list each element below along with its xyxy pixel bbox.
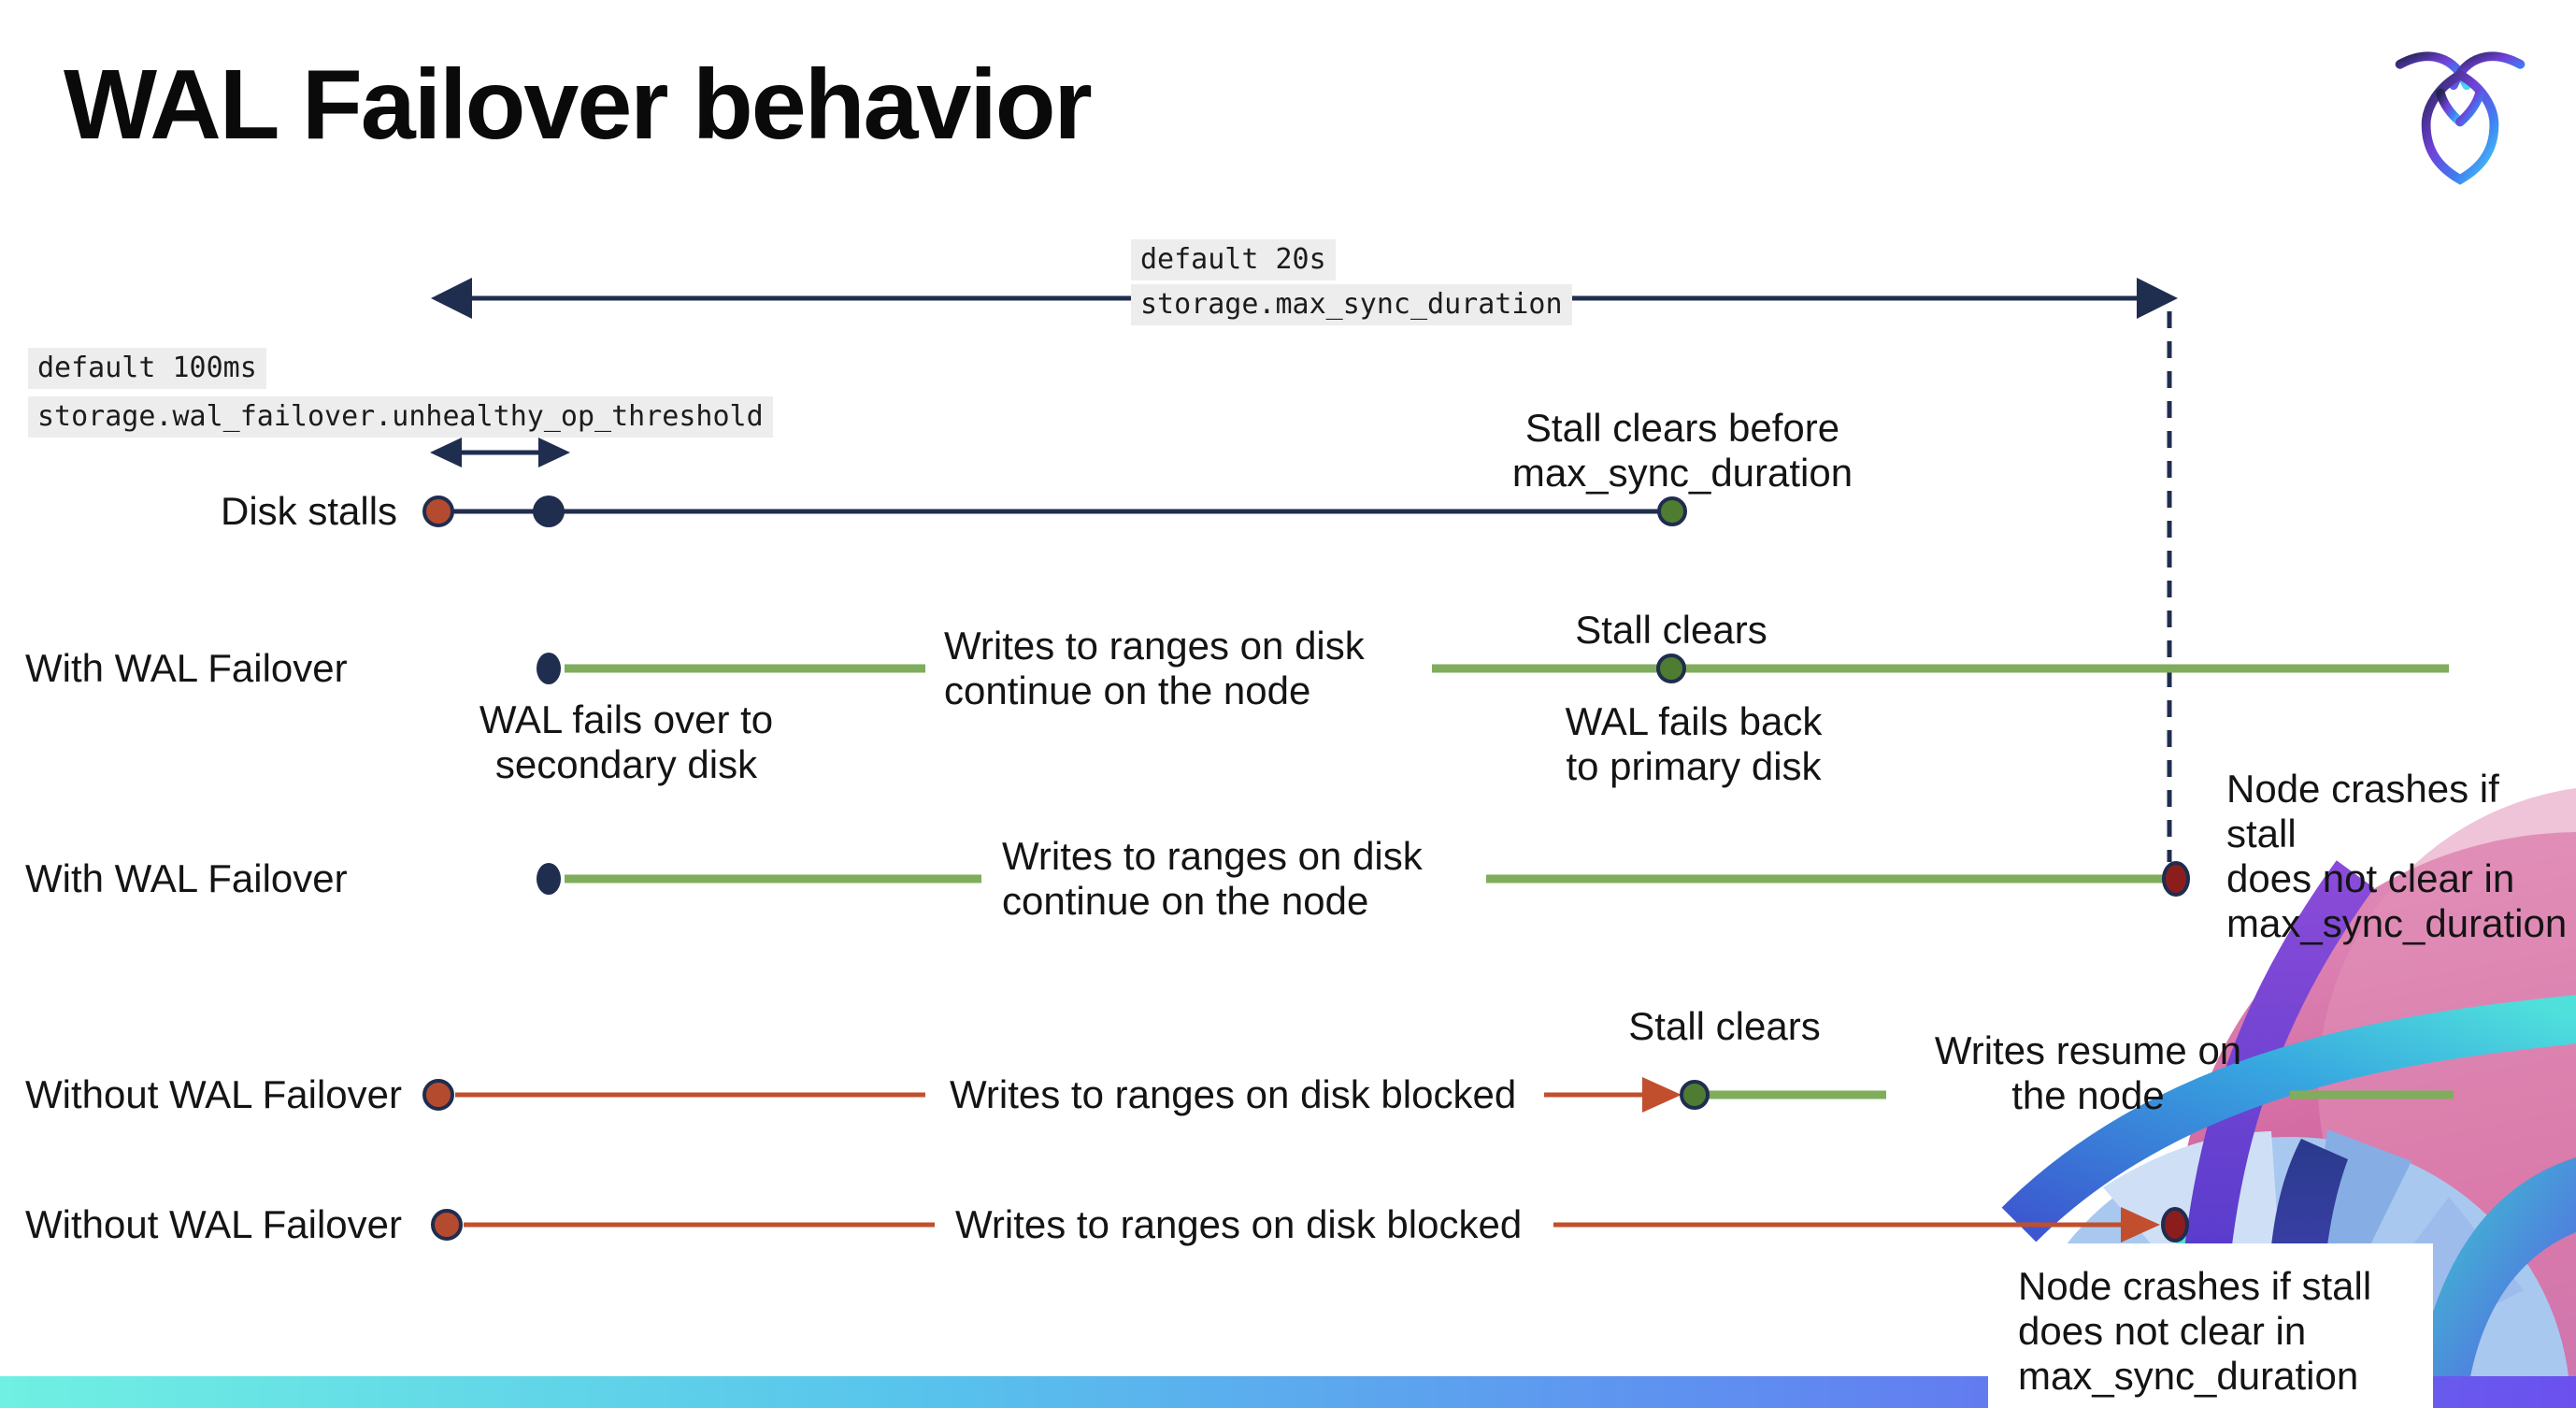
timeline-with-wal-failover-2 xyxy=(537,861,2190,897)
threshold-dot xyxy=(533,496,565,527)
timeline-with-wal-failover-1 xyxy=(537,653,2449,684)
stall-clears-dot xyxy=(1657,496,1687,526)
note-wal-fails-over: WAL fails over to secondary disk xyxy=(479,697,774,786)
note-writes-blocked-2: Writes to ranges on disk blocked xyxy=(955,1202,1523,1246)
failover-dot xyxy=(537,863,561,895)
stall-clears-dot xyxy=(1680,1080,1710,1110)
note-stall-clears-2: Stall clears xyxy=(1628,1004,1821,1048)
cockroachdb-logo-icon xyxy=(2395,51,2526,185)
max-sync-setting-name: storage.max_sync_duration xyxy=(1131,284,1572,325)
row-label-with-wal-failover-1: With WAL Failover xyxy=(25,646,348,690)
note-node-crashes-1: Node crashes if stall does not clear in … xyxy=(2226,767,2568,945)
unhealthy-threshold-default-label: default 100ms xyxy=(28,348,266,389)
note-writes-continue-2: Writes to ranges on disk continue on the… xyxy=(1002,834,1423,923)
timeline-disk-stalls xyxy=(422,496,1687,527)
unhealthy-threshold-arrow xyxy=(430,438,570,467)
note-writes-blocked-1: Writes to ranges on disk blocked xyxy=(950,1072,1517,1116)
row-label-disk-stalls: Disk stalls xyxy=(221,489,398,533)
unhealthy-threshold-setting-name: storage.wal_failover.unhealthy_op_thresh… xyxy=(28,396,773,438)
timeline-without-wal-failover-1 xyxy=(422,1077,2454,1113)
node-crash-dot xyxy=(2161,1207,2189,1243)
row-label-without-wal-failover-2: Without WAL Failover xyxy=(25,1202,402,1246)
note-wal-fails-back: WAL fails back to primary disk xyxy=(1565,699,1823,788)
note-node-crashes-2: Node crashes if stall does not clear in … xyxy=(2018,1264,2372,1398)
stall-start-dot xyxy=(422,496,454,527)
note-writes-continue-1: Writes to ranges on disk continue on the… xyxy=(944,624,1365,712)
failover-dot xyxy=(537,653,561,684)
max-sync-default-label: default 20s xyxy=(1131,239,1336,280)
crash-note-box: Node crashes if stall does not clear in … xyxy=(1988,1243,2433,1408)
timeline-without-wal-failover-2 xyxy=(431,1207,2189,1243)
node-crash-dot xyxy=(2162,861,2190,897)
note-stall-clears-before: Stall clears before max_sync_duration xyxy=(1511,406,1853,495)
note-writes-resume: Writes resume on the node xyxy=(1934,1028,2242,1117)
row-label-with-wal-failover-2: With WAL Failover xyxy=(25,856,348,900)
note-stall-clears-1: Stall clears xyxy=(1575,608,1767,652)
stall-start-dot xyxy=(422,1079,454,1111)
slide-title: WAL Failover behavior xyxy=(64,50,1093,160)
row-label-without-wal-failover-1: Without WAL Failover xyxy=(25,1072,402,1116)
stall-clears-dot xyxy=(1656,654,1686,683)
stall-start-dot xyxy=(431,1209,463,1241)
